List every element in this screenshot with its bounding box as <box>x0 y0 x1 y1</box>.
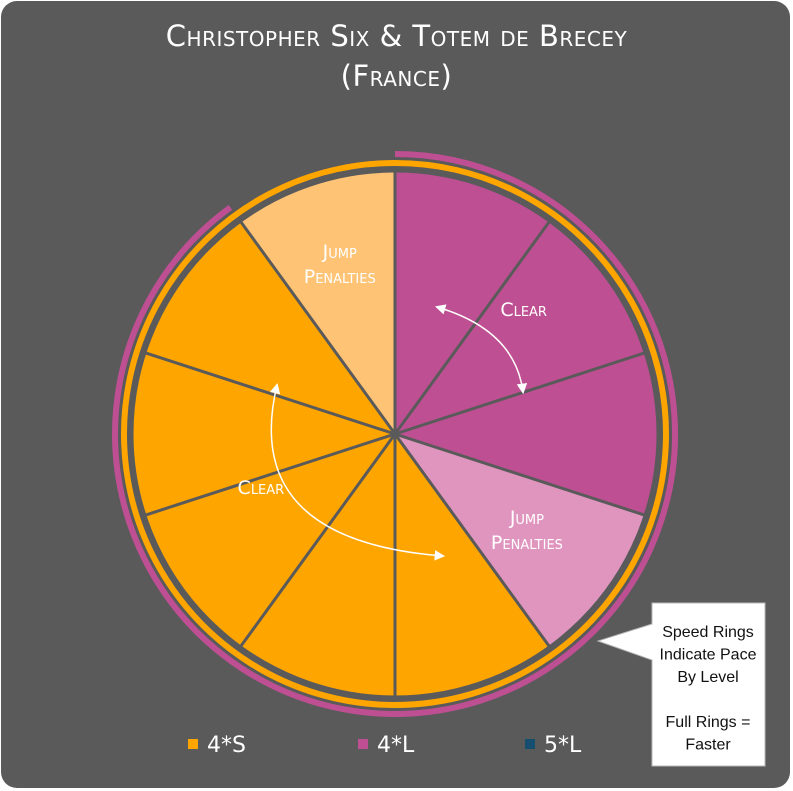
pie-slice-3 <box>240 171 395 434</box>
legend-swatch-0 <box>188 739 198 749</box>
callout-bubble <box>596 602 766 767</box>
speed-ring-4star-l <box>112 151 678 717</box>
chart-title: Christopher Six & Totem de Brecey (Franc… <box>0 16 793 96</box>
legend-label-1: 4*L <box>377 733 415 758</box>
legend-swatch-1 <box>358 739 368 749</box>
title-line-1: Christopher Six & Totem de Brecey <box>165 19 628 53</box>
legend-label-2: 5*L <box>544 733 582 758</box>
title-line-2: (France) <box>340 59 453 93</box>
speed-rings <box>112 151 678 717</box>
slice-label-0: Clear <box>500 299 547 321</box>
speed-ring-4star-s <box>121 160 669 708</box>
rotation-arrows <box>269 304 528 561</box>
legend: 4*S 4*L 5*L <box>188 733 582 758</box>
arrow-clear-4s <box>269 382 446 561</box>
slice-label-2: Clear <box>238 477 285 499</box>
pie-slice-1 <box>395 434 646 647</box>
legend-swatch-2 <box>525 739 535 749</box>
arrow-clear-4l <box>434 304 528 395</box>
legend-label-0: 4*S <box>207 733 246 758</box>
